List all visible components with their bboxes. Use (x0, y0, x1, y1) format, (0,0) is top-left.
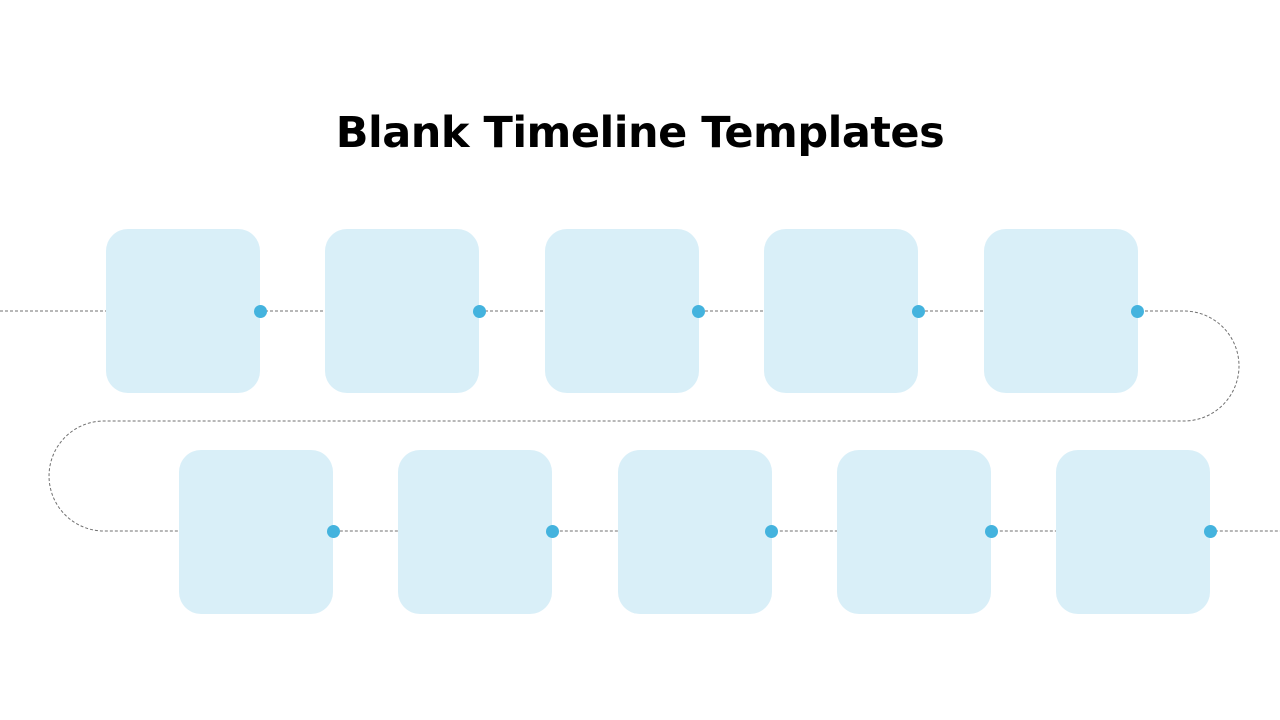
timeline-step-box-4[interactable] (764, 229, 918, 393)
timeline-step-box-7[interactable] (398, 450, 552, 614)
timeline-dot-6 (327, 525, 340, 538)
timeline-step-box-9[interactable] (837, 450, 991, 614)
timeline-step-box-8[interactable] (618, 450, 772, 614)
page-title: Blank Timeline Templates (335, 108, 945, 158)
timeline-step-box-1[interactable] (106, 229, 260, 393)
timeline-step-box-3[interactable] (545, 229, 699, 393)
timeline-dot-9 (985, 525, 998, 538)
timeline-dot-8 (765, 525, 778, 538)
timeline-dot-4 (912, 305, 925, 318)
timeline-step-box-5[interactable] (984, 229, 1138, 393)
timeline-dot-10 (1204, 525, 1217, 538)
timeline-dot-5 (1131, 305, 1144, 318)
timeline-step-box-2[interactable] (325, 229, 479, 393)
timeline-step-box-10[interactable] (1056, 450, 1210, 614)
timeline-dot-2 (473, 305, 486, 318)
timeline-dot-1 (254, 305, 267, 318)
timeline-dot-3 (692, 305, 705, 318)
timeline-step-box-6[interactable] (179, 450, 333, 614)
timeline-dot-7 (546, 525, 559, 538)
